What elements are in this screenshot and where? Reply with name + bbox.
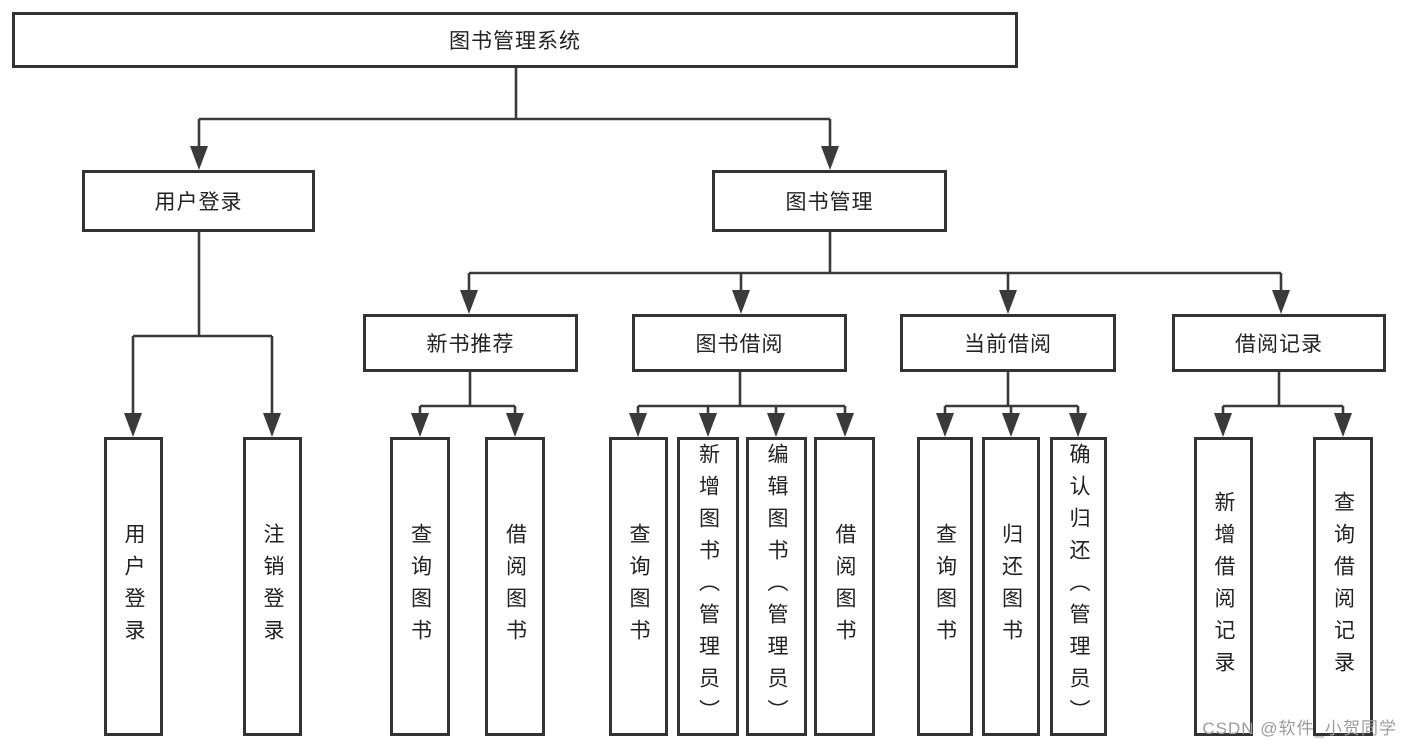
connector-edge [943, 372, 1080, 419]
node-label: 用户登录 [154, 191, 243, 214]
node-label: 编辑图书（管理员） [765, 442, 789, 731]
arrowhead-icon [1069, 413, 1087, 437]
node-book-borrowing: 图书借阅 [632, 314, 847, 372]
node-add-borrow-record: 新增借阅记录 [1194, 437, 1253, 736]
node-label: 新增图书（管理员） [696, 442, 720, 731]
node-root-system: 图书管理系统 [12, 12, 1018, 68]
connector-edge [636, 372, 847, 419]
csdn-watermark: CSDN @软件_小贺同学 [1202, 719, 1397, 738]
arrowhead-icon [836, 413, 854, 437]
node-query-borrow-record: 查询借阅记录 [1313, 437, 1373, 736]
node-new-book-recommend: 新书推荐 [363, 314, 578, 372]
node-add-book-admin: 新增图书（管理员） [677, 437, 739, 736]
arrowhead-icon [460, 290, 478, 314]
arrowhead-icon [767, 413, 785, 437]
node-user-login-leaf: 用户登录 [104, 437, 163, 736]
node-label: 查询图书 [627, 522, 651, 651]
node-label: 用户登录 [122, 522, 146, 651]
arrowhead-icon [699, 413, 717, 437]
node-query-books-recommend: 查询图书 [390, 437, 450, 736]
arrowhead-icon [732, 290, 750, 314]
arrowhead-icon [1272, 290, 1290, 314]
node-label: 图书管理 [785, 191, 874, 214]
node-label: 借阅图书 [503, 522, 527, 651]
node-label: 借阅图书 [833, 522, 857, 651]
node-label: 当前借阅 [964, 333, 1052, 356]
arrowhead-icon [1002, 413, 1020, 437]
node-label: 新增借阅记录 [1212, 490, 1236, 683]
node-label: 查询图书 [408, 522, 432, 651]
node-label: 新书推荐 [426, 333, 515, 356]
node-borrow-records: 借阅记录 [1172, 314, 1386, 372]
node-borrow-books-recommend: 借阅图书 [485, 437, 545, 736]
connector-edge [467, 232, 1283, 296]
node-label: 查询图书 [933, 522, 957, 651]
node-user-login: 用户登录 [82, 170, 315, 232]
connector-edge [131, 232, 274, 419]
node-label: 查询借阅记录 [1331, 490, 1355, 683]
arrowhead-icon [1334, 413, 1352, 437]
node-query-books-current: 查询图书 [917, 437, 973, 736]
arrowhead-icon [999, 290, 1017, 314]
node-borrow-books-leaf: 借阅图书 [814, 437, 875, 736]
node-label: 确认归还（管理员） [1067, 442, 1091, 731]
arrowhead-icon [1214, 413, 1232, 437]
node-label: 归还图书 [999, 522, 1023, 651]
node-label: 借阅记录 [1235, 333, 1323, 356]
arrowhead-icon [821, 146, 839, 170]
node-confirm-return-admin: 确认归还（管理员） [1050, 437, 1107, 736]
arrowhead-icon [506, 413, 524, 437]
arrowhead-icon [411, 413, 429, 437]
node-query-books-borrow: 查询图书 [609, 437, 668, 736]
node-label: 图书管理系统 [449, 30, 581, 53]
node-label: 图书借阅 [695, 333, 784, 356]
arrowhead-icon [629, 413, 647, 437]
node-logout: 注销登录 [243, 437, 302, 736]
node-return-book: 归还图书 [982, 437, 1040, 736]
arrowhead-icon [124, 413, 142, 437]
node-book-management: 图书管理 [712, 170, 947, 232]
node-current-borrowing: 当前借阅 [900, 314, 1116, 372]
node-edit-book-admin: 编辑图书（管理员） [746, 437, 807, 736]
arrowhead-icon [936, 413, 954, 437]
arrowhead-icon [263, 413, 281, 437]
connector-edge [418, 372, 517, 419]
connector-edge [197, 68, 832, 152]
node-label: 注销登录 [261, 522, 285, 651]
connector-edge [1221, 372, 1345, 419]
arrowhead-icon [190, 146, 208, 170]
